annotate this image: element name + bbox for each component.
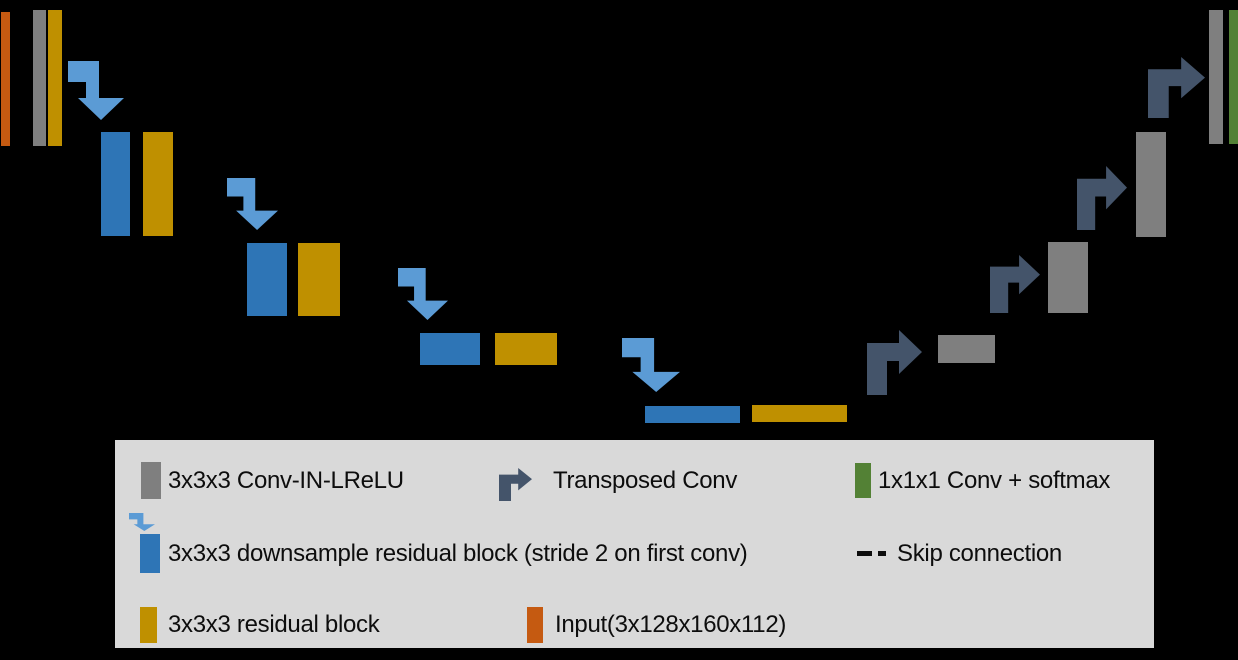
legend-panel: 3x3x3 Conv-IN-LReLU Transposed Conv 1x1x… (115, 440, 1154, 648)
legend-softmax-swatch (855, 463, 871, 498)
transposed-conv-arrow-2 (990, 255, 1040, 313)
transposed-conv-arrow-3 (1077, 166, 1127, 230)
legend-downsample-label: 3x3x3 downsample residual block (stride … (168, 540, 748, 567)
transposed-conv-arrow-4 (1148, 57, 1205, 118)
legend-input-swatch (527, 607, 543, 643)
enc4-downsample-block (645, 406, 740, 423)
downsample-arrow-3 (398, 268, 448, 320)
enc0-conv-block (33, 10, 46, 146)
downsample-arrow-4 (622, 338, 680, 392)
enc2-residual-block (298, 243, 340, 316)
dec2-conv-block (1048, 242, 1088, 313)
legend-transposed-conv-label: Transposed Conv (553, 467, 738, 494)
dec3-conv-block (938, 335, 995, 363)
legend-transposed-conv-icon (499, 468, 532, 501)
legend-softmax-label: 1x1x1 Conv + softmax (878, 467, 1111, 494)
enc1-downsample-block (101, 132, 130, 236)
transposed-conv-arrow-1 (867, 330, 922, 395)
legend-conv-label: 3x3x3 Conv-IN-LReLU (168, 467, 404, 494)
legend-input-label: Input(3x128x160x112) (555, 611, 787, 638)
enc2-downsample-block (247, 243, 287, 316)
input-block (1, 12, 10, 146)
enc0-residual-block (48, 10, 62, 146)
legend-skip-label: Skip connection (897, 540, 1062, 567)
legend-residual-swatch (140, 607, 157, 643)
legend-downsample-arrow-icon (129, 513, 155, 531)
enc4-residual-block (752, 405, 847, 422)
enc1-residual-block (143, 132, 173, 236)
legend-residual-label: 3x3x3 residual block (168, 611, 380, 638)
downsample-arrow-1 (68, 61, 124, 120)
dec0-conv-block (1209, 10, 1223, 144)
legend-conv-swatch (141, 462, 161, 499)
legend-downsample-swatch (140, 534, 160, 573)
skip-connection-dash-short (878, 551, 886, 556)
output-block (1229, 10, 1238, 144)
dec1-conv-block (1136, 132, 1166, 237)
enc3-residual-block (495, 333, 557, 365)
downsample-arrow-2 (227, 178, 278, 230)
enc3-downsample-block (420, 333, 480, 365)
skip-connection-dash-long (857, 551, 872, 556)
